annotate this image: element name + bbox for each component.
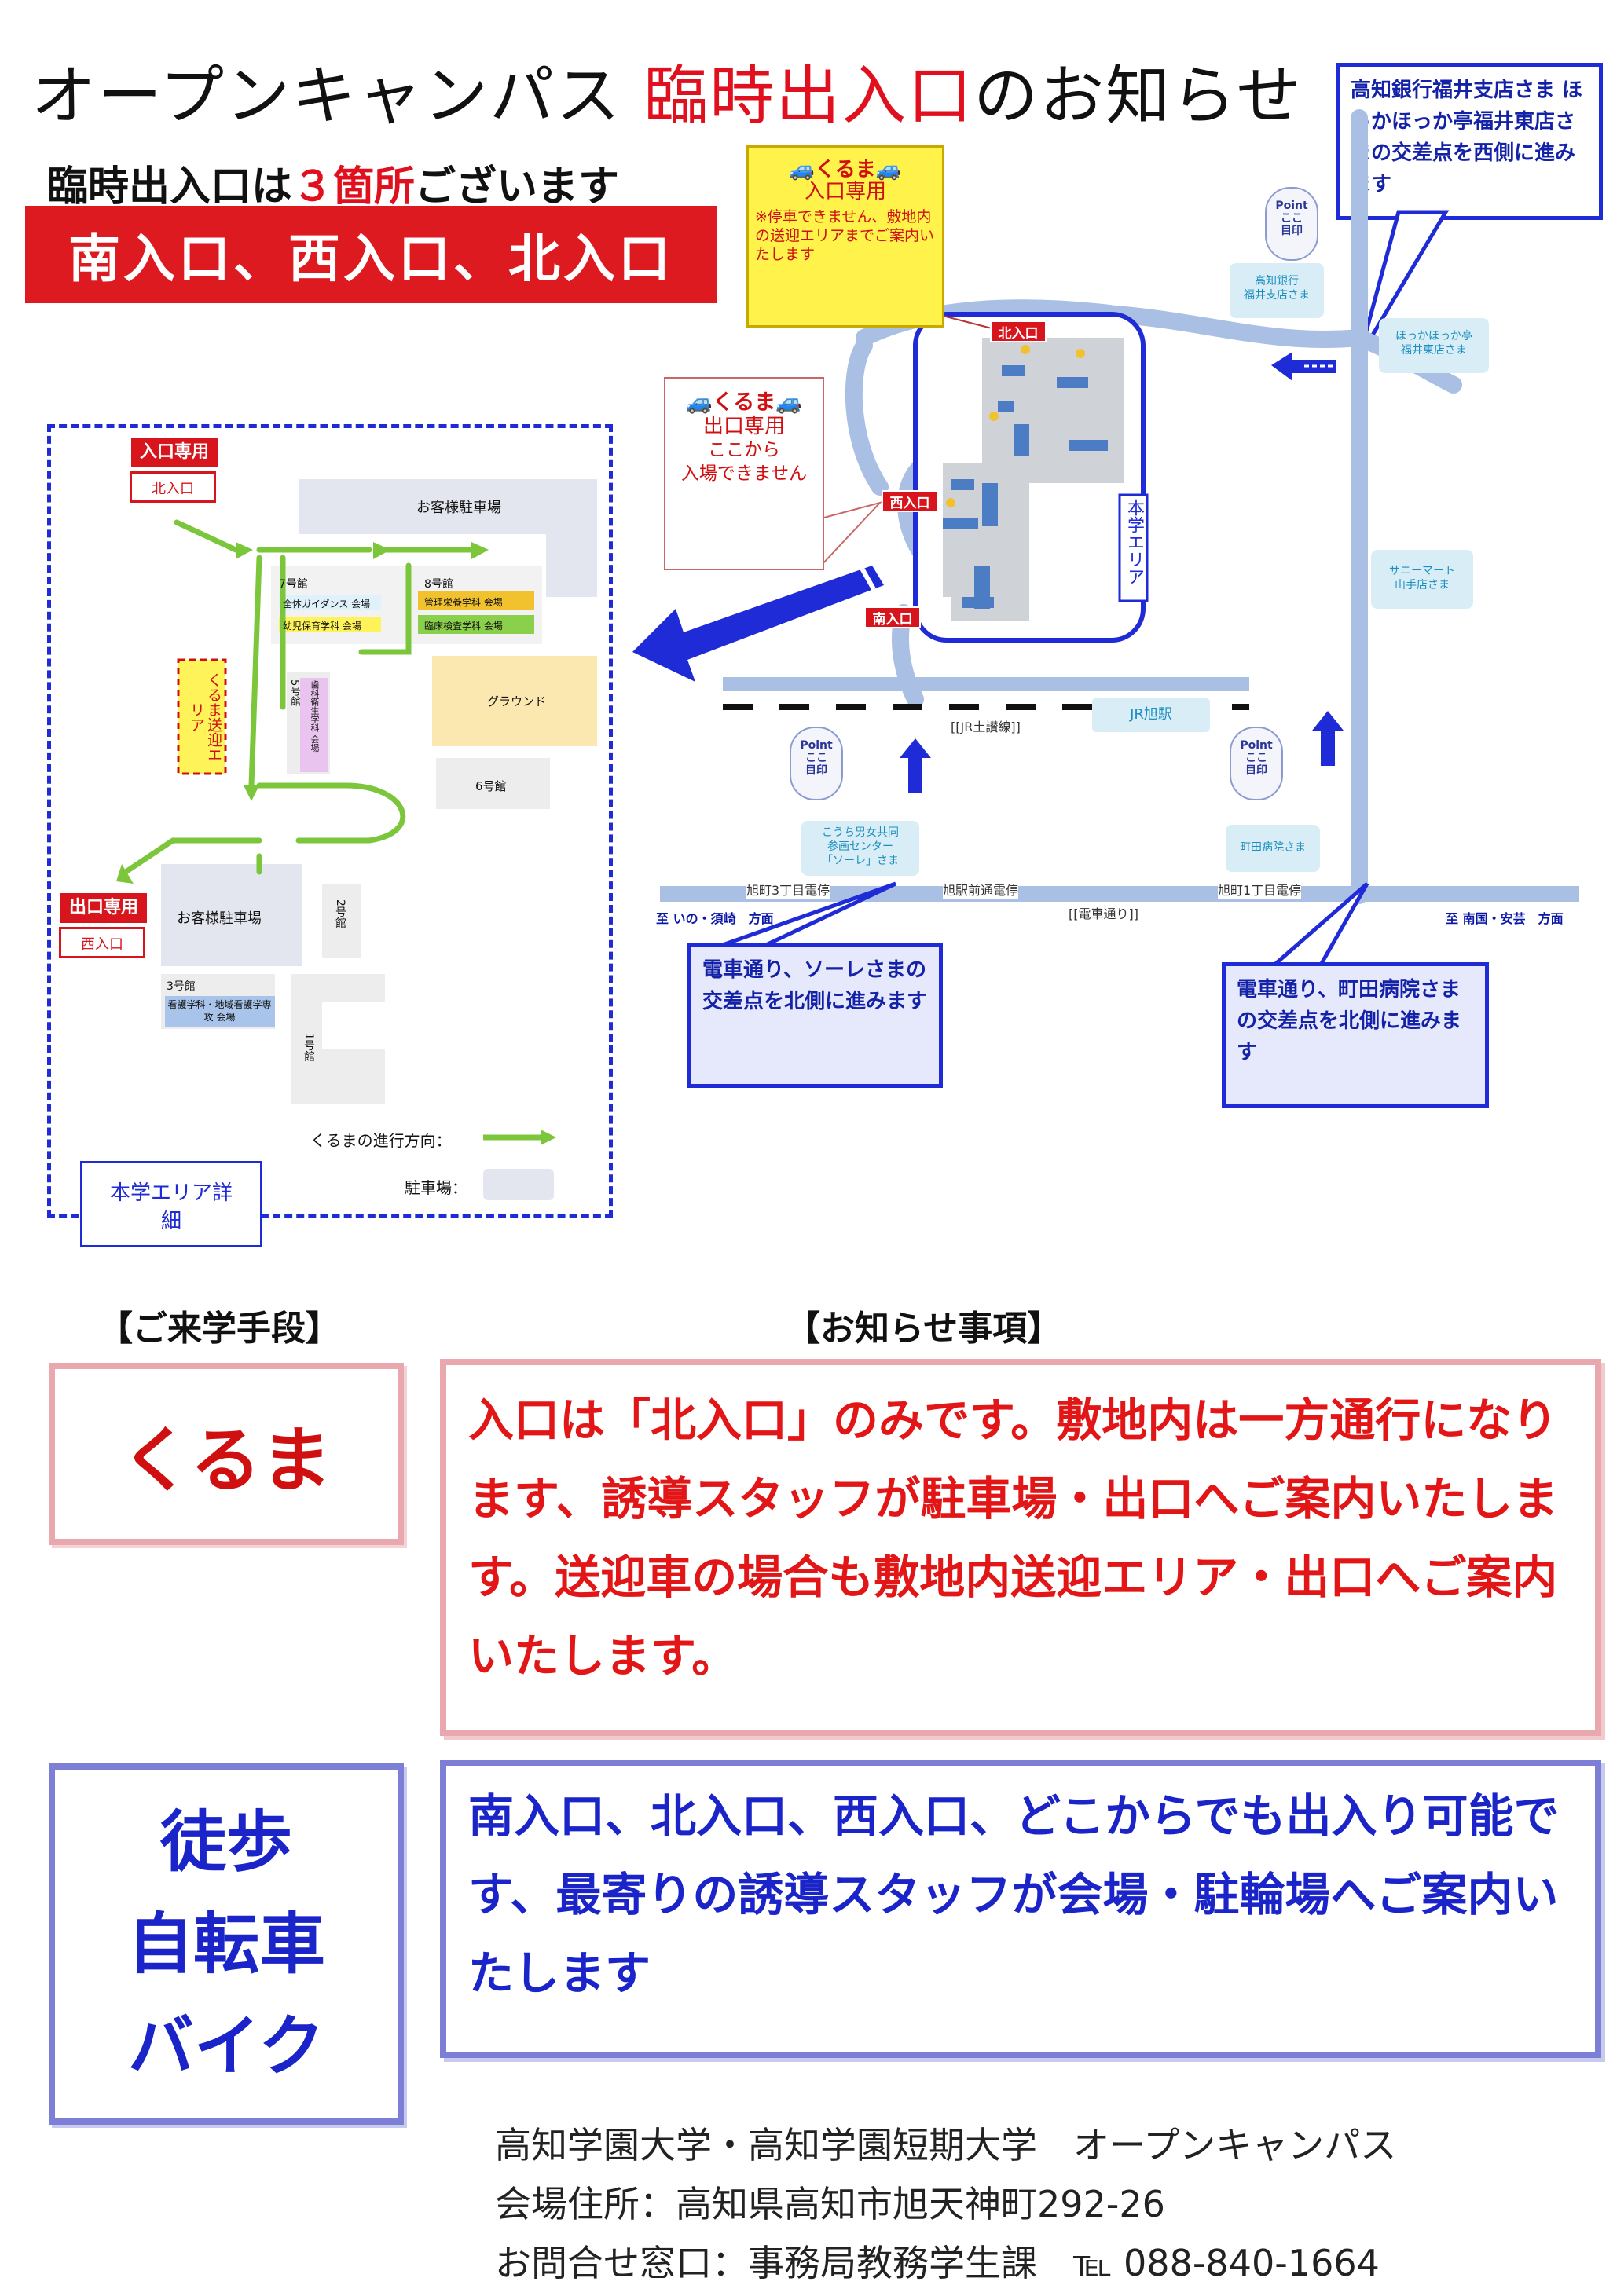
detail-map-graphics: [116, 479, 597, 1200]
shop-sunny: サニーマート 山手店さま: [1371, 550, 1473, 609]
left-arrow: [1271, 352, 1336, 381]
legend-car-direction: くるまの進行方向：: [310, 1131, 452, 1150]
direction-right: 至 南国・安芸 方面: [1446, 911, 1564, 926]
west-entrance-tag: 西入口: [882, 490, 938, 512]
shop-bank: 高知銀行 福井支店さま: [1230, 263, 1324, 318]
callout-bottom-left: 電車通り、ソーレさまの交差点を北側に進みます: [687, 943, 943, 1088]
tram-stop-1: 旭町3丁目電停: [746, 880, 830, 899]
legend-parking: 駐車場：: [405, 1178, 467, 1197]
car-icon: 🚙: [875, 158, 902, 181]
parking-bottom-label: お客様駐車場: [177, 910, 262, 927]
tram-stop-2: 旭駅前通電停: [943, 880, 1019, 899]
big-arrow: [632, 564, 884, 682]
building-1: 1号館: [302, 1033, 315, 1062]
ground-label: グラウンド: [487, 694, 547, 709]
walk-mode-box: 徒歩 自転車 バイク: [49, 1763, 404, 2125]
footer-line-3: お問合せ窓口：事務局教務学生課 ℡ 088-840-1664: [495, 2242, 1380, 2284]
building-3-dept: 看護学科・地域看護学専攻 会場: [167, 999, 272, 1023]
shop-hokka: ほっかほっか亭 福井東店さま: [1379, 318, 1489, 373]
tram-road-label: [[電車通り]]: [1069, 906, 1138, 921]
building-7-dept1: 全体ガイダンス 会場: [283, 599, 371, 610]
notice-heading: 【お知らせ事項】: [786, 1309, 1062, 1349]
up-arrows: [900, 711, 1344, 793]
building-6: 6号館: [475, 779, 507, 793]
jr-station: JR旭駅: [1092, 698, 1210, 732]
car-exit-note: 🚙くるま🚙 出口専用 ここから 入場できません: [664, 377, 824, 570]
car-mode-box: くるま: [49, 1363, 404, 1545]
detail-area-label: 本学エリア詳細: [80, 1161, 262, 1247]
shop-sole: こうち男女共同 参画センター 「ソーレ」さま: [801, 821, 919, 876]
rail-road: [723, 677, 1249, 691]
detail-map: [47, 424, 613, 1218]
page-title: オープンキャンパス 臨時出入口のお知らせ: [31, 59, 1303, 134]
callout-bottom-right: 電車通り、町田病院さまの交差点を北側に進みます: [1222, 962, 1489, 1108]
entrance-banner: 南入口、西入口、北入口: [25, 206, 717, 303]
walk-notice: 南入口、北入口、西入口、どこからでも出入り可能です、最寄りの誘導スタッフが会場・…: [440, 1760, 1601, 2058]
car-notice: 入口は「北入口」のみです。敷地内は一方通行になります、誘導スタッフが駐車場・出口…: [440, 1359, 1601, 1736]
direction-left: 至 いの・須崎 方面: [656, 911, 774, 926]
building-2: 2号館: [334, 899, 346, 928]
subtitle: 臨時出入口は３箇所ございます: [47, 163, 620, 211]
callout-top-right: 高知銀行福井支店さま ほっかほっか亭福井東店さまの交差点を西側に進みます: [1336, 63, 1603, 220]
building-7: 7号館: [279, 578, 308, 591]
north-entrance-tag: 北入口: [990, 320, 1047, 342]
south-entrance-tag: 南入口: [864, 606, 921, 628]
car-icon: 🚙: [775, 390, 802, 415]
parking-top-label: お客様駐車場: [416, 500, 501, 516]
building-3: 3号館: [167, 980, 196, 993]
building-7-dept2: 幼児保育学科 会場: [283, 621, 361, 632]
building-8-dept1: 管理栄養学科 会場: [424, 597, 503, 608]
pickup-area-label: くるま送迎エリア: [188, 672, 222, 762]
car-entry-note: 🚙くるま🚙 入口専用 ※停車できません、敷地内の送迎エリアまでご案内いたします: [746, 145, 944, 328]
building-5: 5号館: [288, 679, 300, 707]
tram-stop-3: 旭町1丁目電停: [1218, 880, 1302, 899]
detail-west: 西入口: [59, 927, 145, 958]
building-8-dept2: 臨床検査学科 会場: [424, 621, 503, 632]
car-icon: 🚙: [686, 390, 713, 415]
building-8: 8号館: [424, 578, 453, 591]
footer-line-2: 会場住所：高知県高知市旭天神町292-26: [495, 2183, 1165, 2225]
means-heading: 【ご来学手段】: [98, 1309, 340, 1349]
entry-only-tag: 入口専用: [130, 436, 219, 469]
shop-machida: 町田病院さま: [1226, 825, 1320, 872]
building-5-dept: 歯科衛生学科 会場: [310, 680, 320, 753]
footer-line-1: 高知学園大学・高知学園短期大学 オープンキャンパス: [495, 2124, 1397, 2166]
detail-north: 北入口: [130, 471, 216, 503]
rail-label: [[JR土讃線]]: [951, 720, 1021, 734]
campus-label: 本学エリア: [1124, 499, 1144, 585]
car-icon: 🚙: [789, 158, 816, 181]
exit-only-tag: 出口専用: [59, 892, 148, 925]
title-highlight: 臨時出入口: [643, 59, 974, 134]
